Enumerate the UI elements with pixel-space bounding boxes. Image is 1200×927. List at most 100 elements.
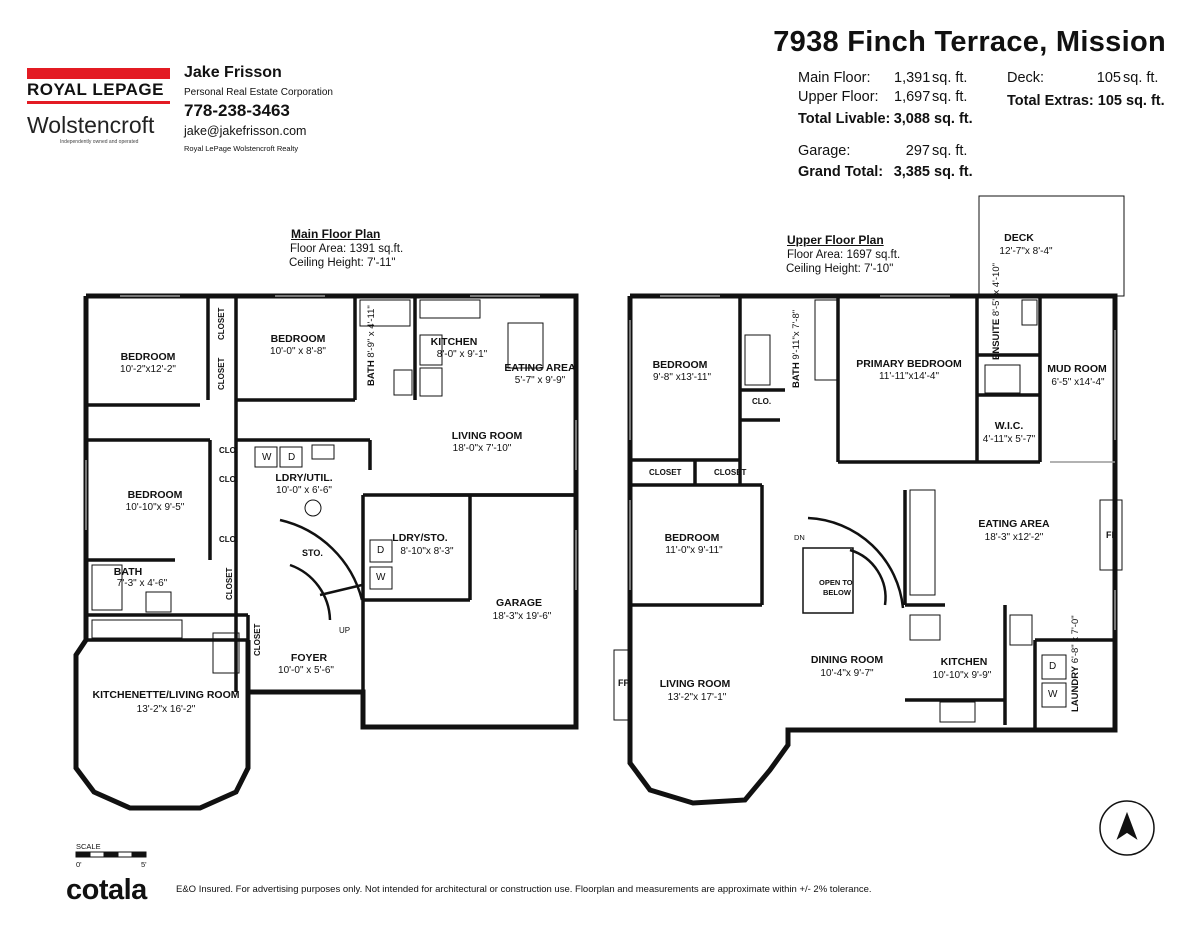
area-label: Grand Total:: [798, 164, 884, 180]
scale-bar: [75, 851, 147, 858]
room-name: LIVING ROOM: [451, 430, 523, 442]
room-dim: 6'-5" x14'-4": [1051, 377, 1105, 388]
main-interior-walls: [86, 296, 576, 727]
property-address: 7938 Finch Terrace, Mission: [773, 26, 1166, 58]
room-name: BATH: [113, 566, 143, 578]
room-name: KITCHEN: [430, 336, 478, 348]
upper-fixtures: [613, 299, 1123, 723]
scale-start: 0': [76, 860, 82, 869]
room-dim: 10'-0" x 8'-8": [270, 346, 326, 357]
agent-brokerage: Royal LePage Wolstencroft Realty: [184, 144, 299, 153]
dryer-label: D: [288, 452, 296, 463]
upper-exterior-walls: [627, 293, 1118, 806]
area-value: 1,391: [894, 70, 931, 86]
main-curved-stair: [279, 518, 364, 621]
room-dim: 13'-2"x 17'-1": [667, 692, 727, 703]
closet-label: CLOSET: [649, 468, 682, 477]
upper-windows: [629, 295, 1116, 630]
agent-email[interactable]: jake@jakefrisson.com: [184, 124, 307, 138]
area-label: Deck:: [1007, 70, 1045, 86]
brand-office: Wolstencroft: [27, 112, 155, 138]
room-name: BEDROOM: [270, 333, 326, 345]
room-dim: 5'-7" x 9'-9": [514, 375, 566, 386]
area-value: 297: [905, 143, 930, 159]
cotala-logo: cotala: [66, 874, 147, 906]
room-dim: 10'-2"x12'-2": [120, 364, 176, 375]
main-windows: [85, 295, 577, 590]
room-dim: 9'-8" x13'-11": [653, 372, 711, 383]
room-name: LDRY/STO.: [392, 532, 448, 544]
area-label: Total Extras: 105 sq. ft.: [1007, 93, 1165, 109]
clo-label: CLO.: [219, 446, 239, 455]
bath-upper-label: BATH 9'-11"x 7'-8": [791, 309, 802, 388]
room-dim: 10'-0" x 5'-6": [278, 665, 334, 676]
compass-icon: [1099, 800, 1155, 856]
room-name: BEDROOM: [120, 351, 176, 363]
room-name: KITCHENETTE/LIVING ROOM: [92, 689, 240, 701]
room-dim: 12'-7"x 8'-4": [999, 246, 1053, 257]
room-name: DECK: [1004, 232, 1034, 244]
sto-label: STO.: [302, 548, 323, 558]
room-name: BEDROOM: [127, 489, 183, 501]
room-dim: 10'-0" x 6'-6": [276, 485, 332, 496]
room-name: KITCHEN: [940, 656, 988, 668]
closet-label: CLOSET: [217, 307, 226, 340]
room-dim: 18'-3"x 19'-6": [492, 611, 552, 622]
upper-plan-ceiling: Ceiling Height: 7'-10": [786, 263, 894, 275]
ensuite-label: ENSUITE 8'-5" x 4'-10": [991, 263, 1002, 360]
upper-interior-walls: [630, 296, 1115, 730]
room-dim: 13'-2"x 16'-2": [136, 704, 196, 715]
stair-dn-label: DN: [794, 533, 805, 542]
area-value: 3,088: [893, 111, 930, 127]
room-dim: 7'-3" x 4'-6": [116, 578, 168, 589]
room-name: LDRY/UTIL.: [275, 472, 333, 484]
area-unit: sq. ft.: [934, 164, 973, 180]
closet-label: CLOSET: [225, 567, 234, 600]
agent-phone[interactable]: 778-238-3463: [184, 101, 290, 120]
closet-label: CLOSET: [714, 468, 747, 477]
stair-up-label: UP: [339, 626, 351, 635]
room-name: GARAGE: [495, 597, 543, 609]
below-label: BELOW: [823, 588, 851, 597]
agent-name: Jake Frisson: [184, 64, 282, 81]
room-dim: 8'-0" x 9'-1": [436, 349, 488, 360]
room-name: FOYER: [290, 652, 328, 664]
main-plan-area: Floor Area: 1391 sq.ft.: [290, 243, 404, 255]
area-unit: sq. ft.: [934, 111, 973, 127]
room-dim: 10'-10"x 9'-5": [125, 502, 185, 513]
clo-label: CLO.: [219, 475, 239, 484]
upper-plan-area: Floor Area: 1697 sq.ft.: [787, 249, 901, 261]
closet-label: CLOSET: [217, 357, 226, 390]
area-label: Garage:: [798, 143, 851, 159]
upper-plan-title: Upper Floor Plan: [787, 233, 884, 247]
brand-tagline: Independently owned and operated: [60, 139, 139, 145]
room-name: EATING AREA: [504, 362, 576, 374]
brand-red-bar: [27, 68, 170, 79]
area-label: Total Livable:: [798, 111, 891, 127]
clo-label: CLO.: [219, 535, 239, 544]
area-value: 3,385: [893, 164, 930, 180]
room-name: W.I.C.: [994, 420, 1024, 432]
area-unit: sq. ft.: [932, 143, 968, 159]
scale-label: SCALE: [76, 842, 101, 851]
main-plan-ceiling: Ceiling Height: 7'-11": [289, 257, 396, 269]
disclaimer: E&O Insured. For advertising purposes on…: [176, 884, 872, 895]
room-name: BEDROOM: [664, 532, 720, 544]
room-dim: 11'-11"x14'-4": [878, 371, 940, 382]
room-dim: 4'-11"x 5'-7": [982, 434, 1036, 445]
room-dim: 8'-10"x 8'-3": [400, 546, 454, 557]
washer-label: W: [1048, 689, 1058, 700]
fireplace-label: FP: [1106, 530, 1118, 540]
room-dim: 11'-0"x 9'-11": [665, 545, 723, 556]
brand-name: ROYAL LEPAGE: [27, 80, 164, 99]
agent-corporation: Personal Real Estate Corporation: [184, 87, 333, 98]
room-dim: 18'-3" x12'-2": [984, 532, 1044, 543]
area-value: 1,697: [894, 89, 931, 105]
area-unit: sq. ft.: [932, 89, 968, 105]
room-name: EATING AREA: [978, 518, 1050, 530]
room-dim: 18'-0"x 7'-10": [452, 443, 512, 454]
main-fixtures: [91, 299, 544, 674]
room-name: MUD ROOM: [1047, 363, 1107, 375]
main-plan-title: Main Floor Plan: [291, 227, 381, 241]
